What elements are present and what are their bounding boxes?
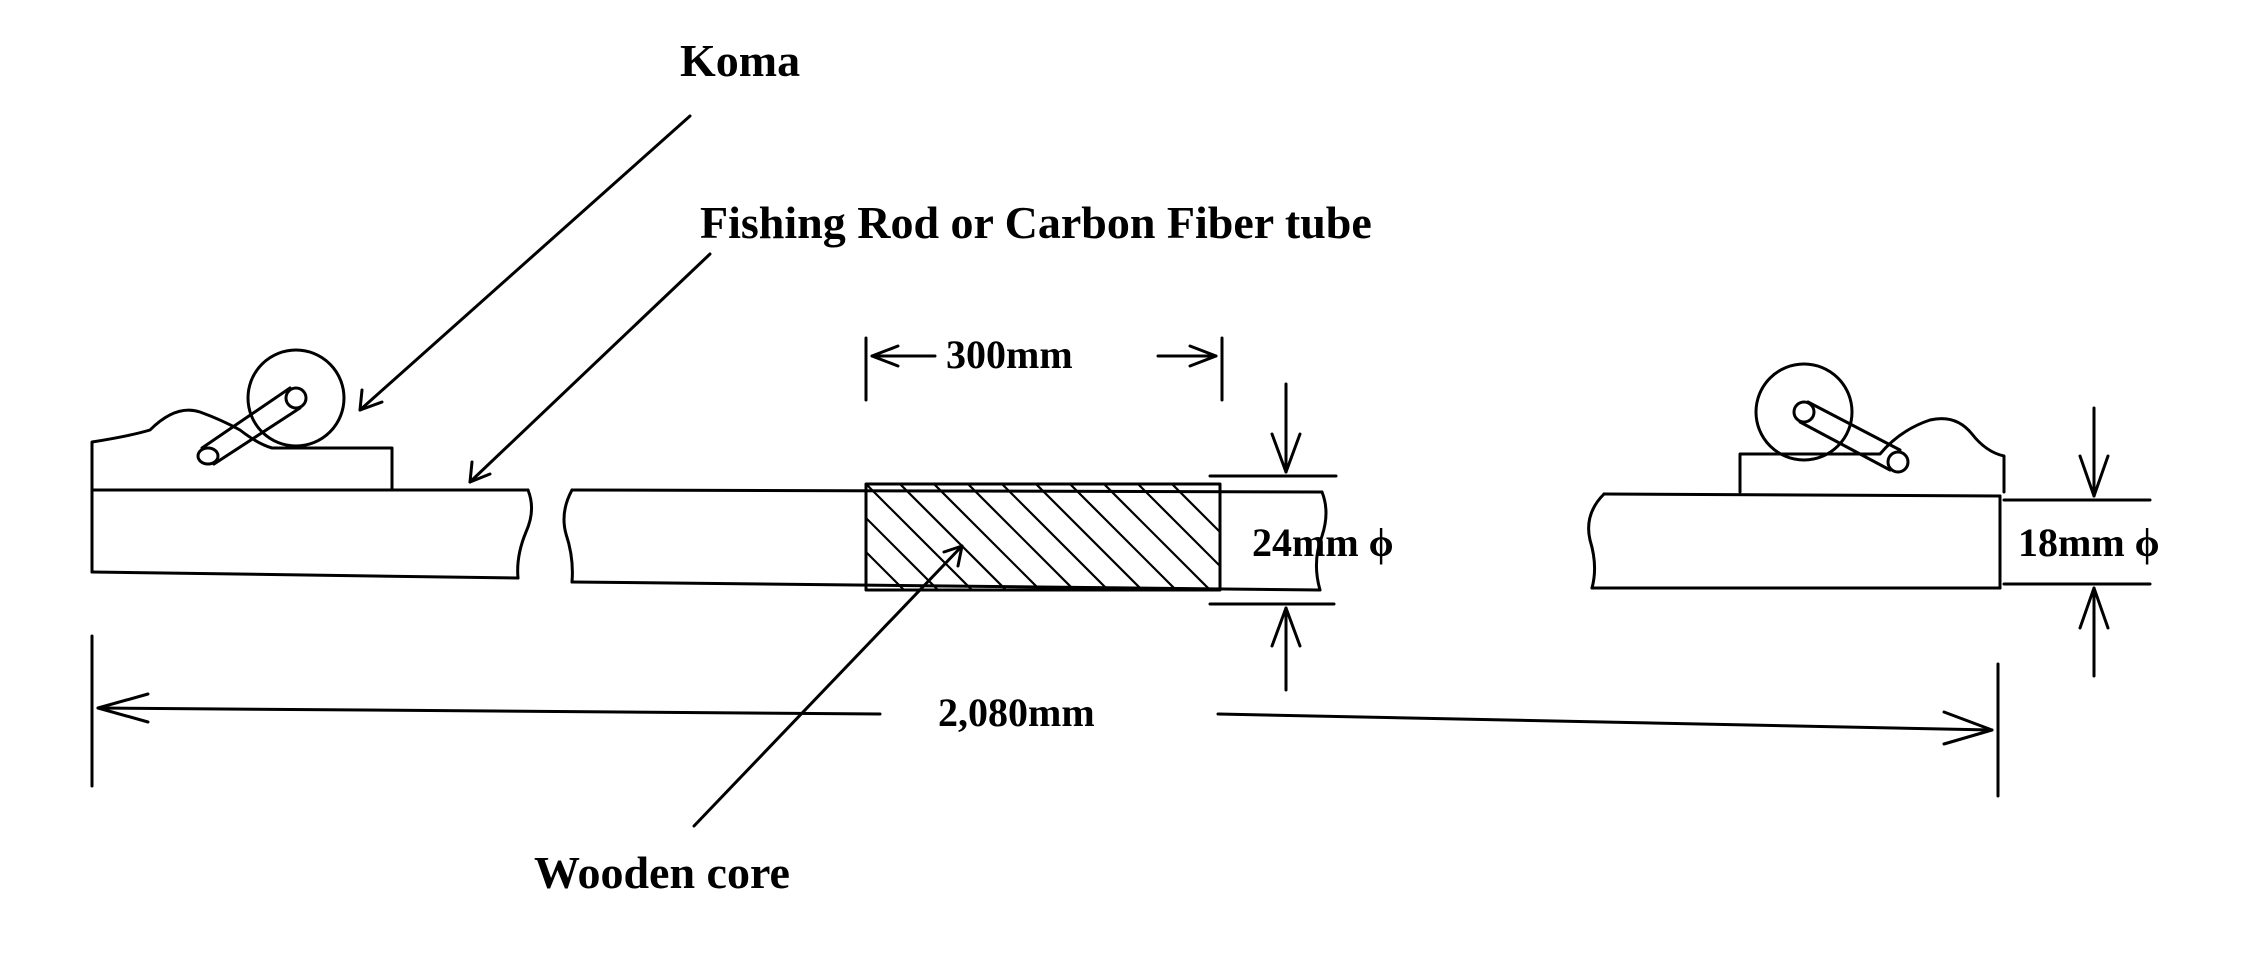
rod-middle-segment — [562, 488, 1328, 592]
koma-label: Koma — [680, 35, 800, 86]
rod-leader-arrow — [468, 252, 712, 484]
mid-diameter-label: 24mm ϕ — [1252, 520, 1394, 565]
end-diameter-label: 18mm ϕ — [2018, 520, 2160, 565]
mid-diameter-dimension — [1208, 382, 1338, 692]
total-length-label: 2,080mm — [938, 690, 1095, 735]
rod-right-segment — [1587, 492, 2002, 590]
total-length-dimension — [90, 634, 2000, 798]
rod-label: Fishing Rod or Carbon Fiber tube — [700, 197, 1372, 248]
koma-right — [1738, 362, 2006, 494]
core-length-label: 300mm — [946, 332, 1073, 377]
end-diameter-dimension — [2002, 406, 2152, 678]
koma-left — [90, 348, 394, 492]
core-leader-arrow — [692, 544, 964, 828]
rod-left-segment — [90, 488, 533, 580]
wooden-core — [864, 482, 1222, 592]
core-length-dimension — [864, 336, 1224, 402]
koma-leader-arrow — [358, 114, 692, 412]
core-label: Wooden core — [534, 847, 790, 898]
